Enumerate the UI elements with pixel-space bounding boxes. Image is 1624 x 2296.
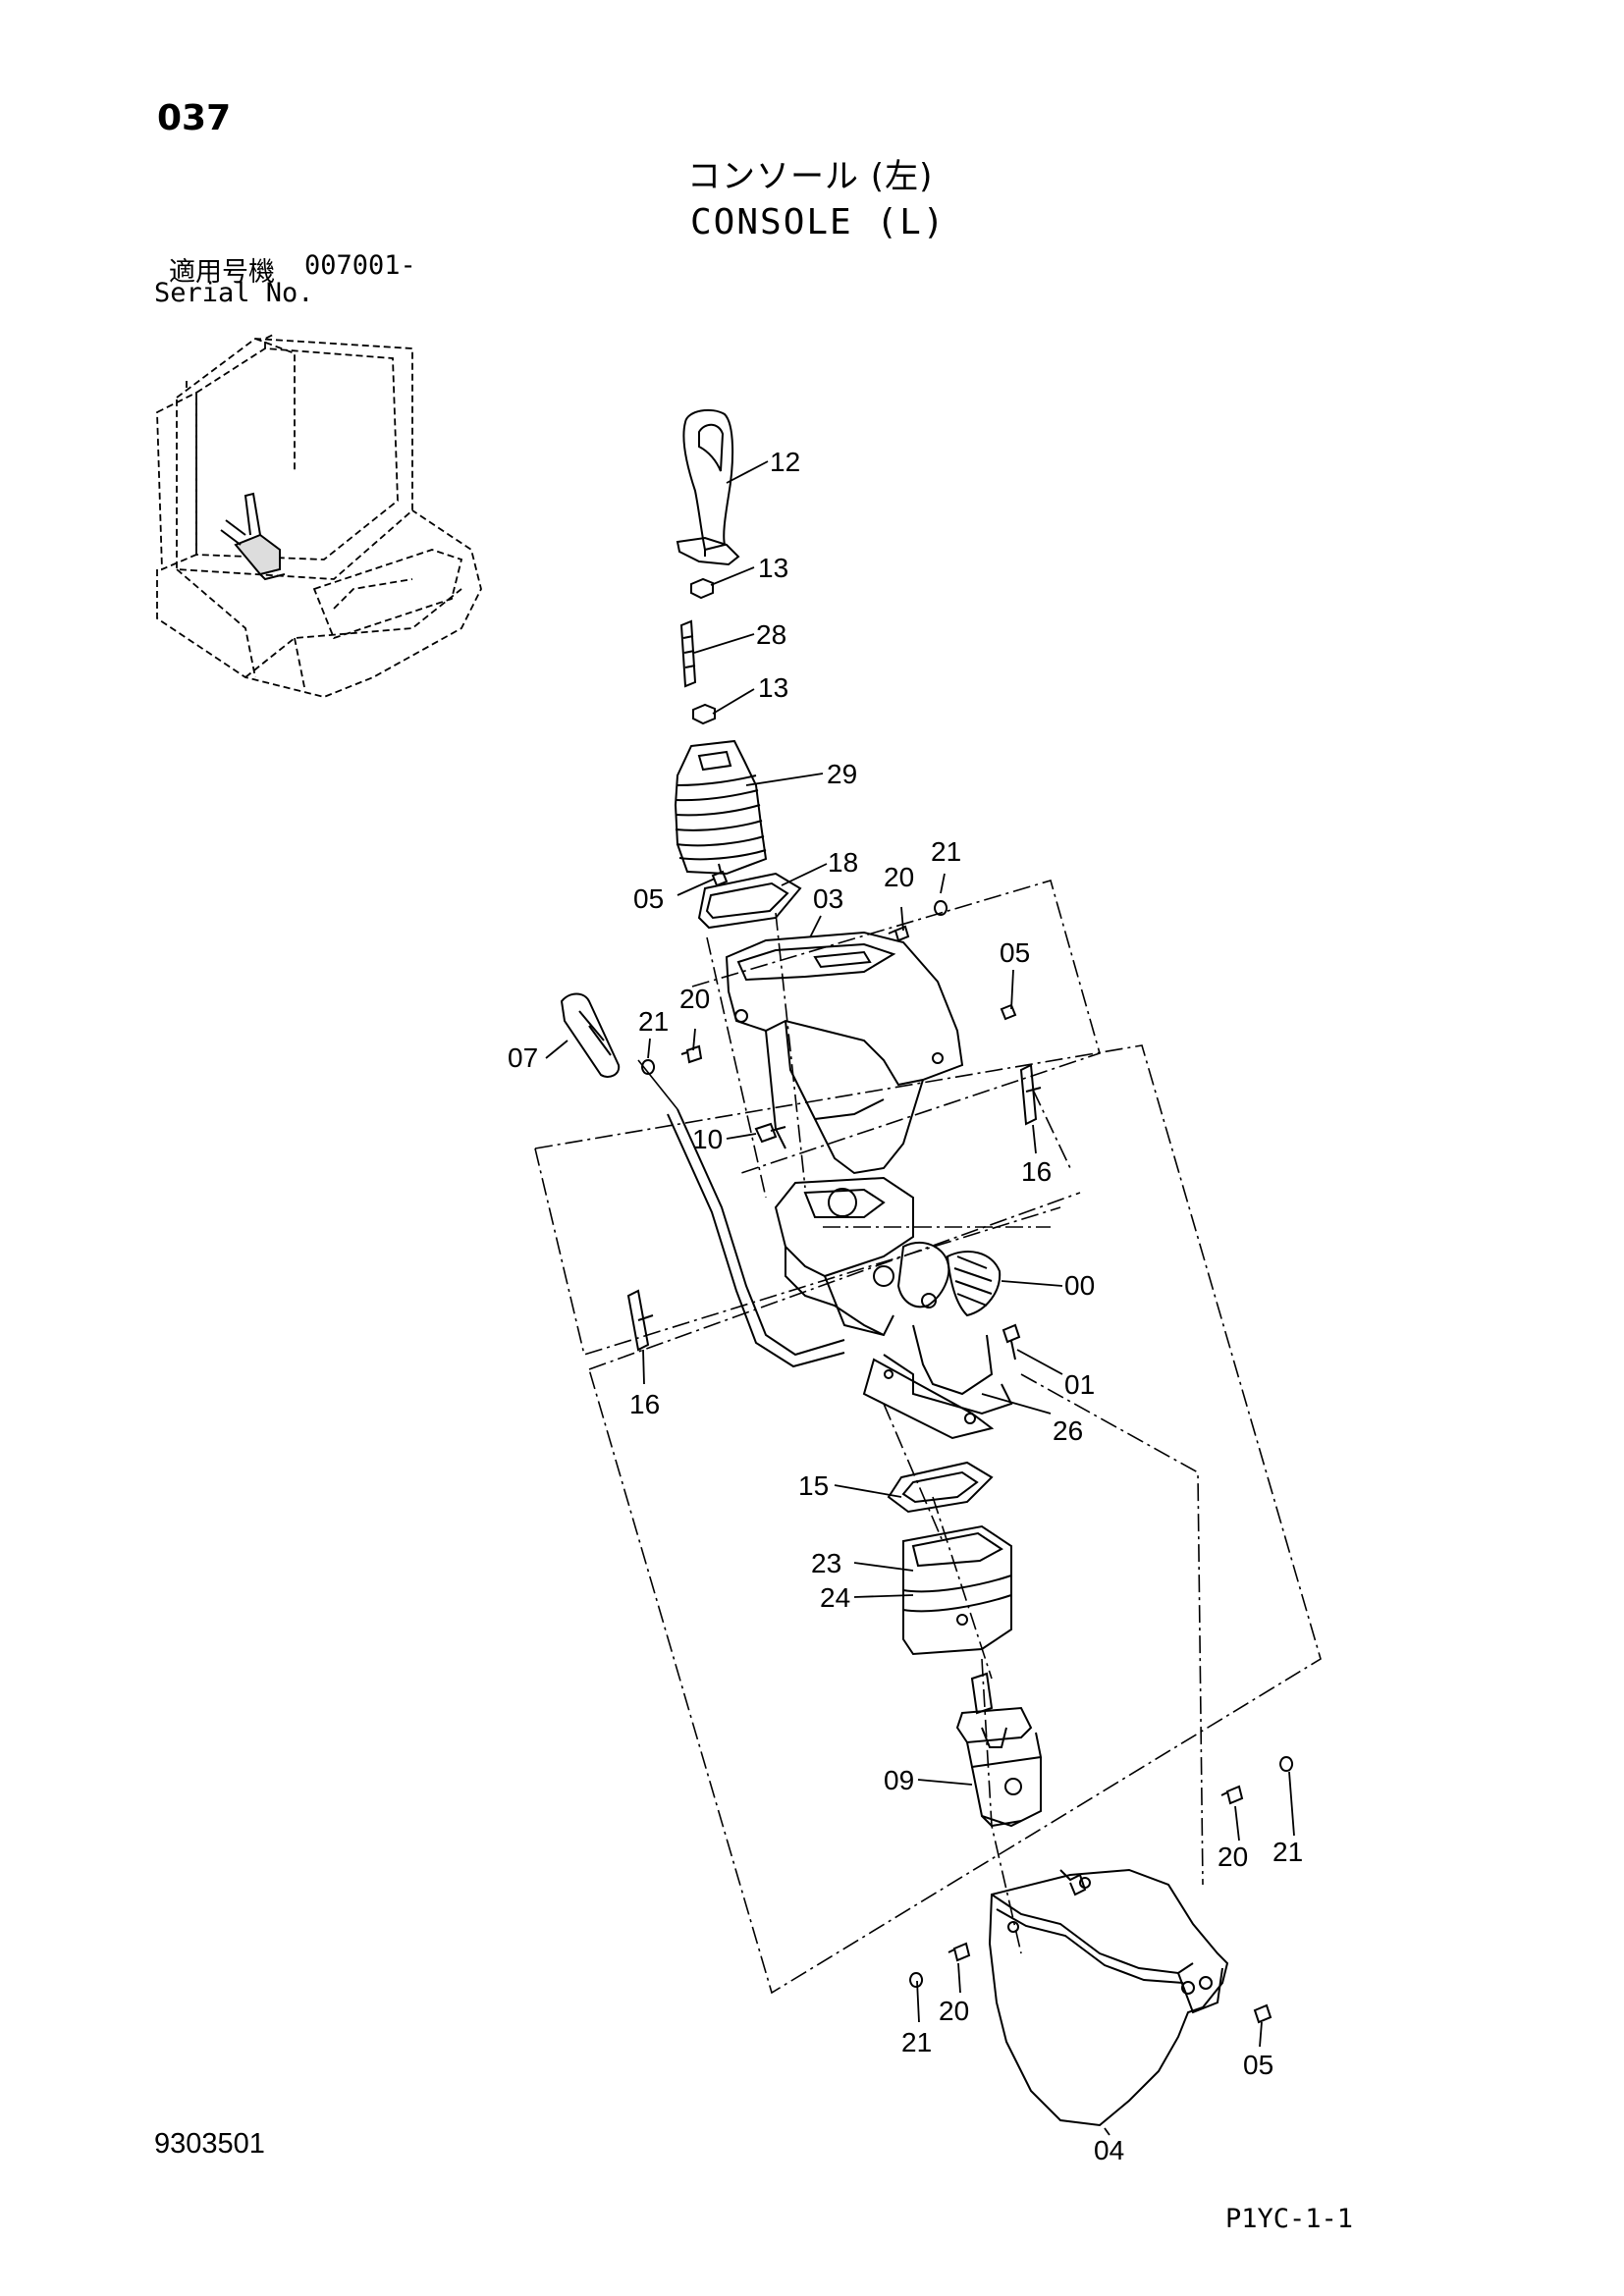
callout-24: 24: [820, 1582, 850, 1613]
callout-03: 03: [813, 883, 843, 914]
callout-12: 12: [770, 447, 800, 477]
washer-21d: [909, 1972, 924, 1988]
grip-part: [676, 408, 740, 566]
screw-20a: [888, 925, 910, 942]
callout-01: 01: [1064, 1369, 1095, 1400]
lower-cover-part: [988, 1868, 1229, 2127]
callout-21-left: 21: [638, 1006, 669, 1037]
callout-20-bottom: 20: [939, 1996, 969, 2026]
assembly-guide-lines: [534, 880, 1322, 1995]
cab-lever-highlight: [220, 492, 286, 581]
nut-part-lower: [692, 703, 716, 725]
callout-21-right: 21: [1272, 1837, 1303, 1867]
lever-cover-part: [560, 992, 621, 1078]
callout-09: 09: [884, 1765, 914, 1795]
callout-05-left: 05: [633, 883, 664, 914]
screw-05c: [1253, 2003, 1272, 2024]
callout-16-right: 16: [1021, 1156, 1052, 1187]
callout-20-upper: 20: [884, 862, 914, 892]
gasket-part: [887, 1461, 994, 1514]
callout-15: 15: [798, 1470, 829, 1501]
callout-05-right: 05: [1000, 937, 1030, 968]
serial-value: 007001-: [304, 250, 416, 281]
screw-20d: [947, 1942, 971, 1962]
callout-21-bottom: 21: [901, 2027, 932, 2057]
bolt-part-01: [1001, 1323, 1021, 1361]
document-number: 9303501: [154, 2128, 265, 2160]
pipe-part: [677, 1108, 845, 1357]
title-english: CONSOLE (L): [690, 202, 947, 242]
screw-20c: [1220, 1785, 1244, 1805]
page-code: P1YC-1-1: [1225, 2204, 1354, 2234]
page-number: 037: [157, 98, 232, 138]
screw-part-05a: [711, 863, 729, 887]
callout-16-left: 16: [629, 1389, 660, 1419]
callout-13-upper: 13: [758, 553, 788, 583]
callout-leaders: [545, 460, 1295, 2136]
title-japanese: コンソール (左): [687, 157, 934, 196]
callout-20-left: 20: [679, 984, 710, 1014]
callout-29: 29: [827, 759, 857, 789]
pin-part-16b: [626, 1289, 654, 1352]
upper-cover-part: [725, 931, 964, 1175]
callout-04: 04: [1094, 2135, 1124, 2165]
callout-07: 07: [508, 1042, 538, 1073]
boot-part: [674, 739, 768, 876]
callout-28: 28: [756, 619, 786, 650]
screw-20b: [680, 1044, 703, 1064]
pilot-valve-part: [955, 1672, 1043, 1828]
callout-20-right: 20: [1218, 1842, 1248, 1872]
screw-05b: [1000, 1003, 1017, 1021]
callout-23: 23: [811, 1548, 841, 1578]
nut-part-upper: [690, 577, 714, 600]
serial-label-english: Serial No.: [154, 278, 314, 308]
valve-bracket-part: [774, 1176, 1013, 1440]
callout-05-bottom: 05: [1243, 2050, 1273, 2080]
rod-part: [679, 619, 697, 688]
callout-10: 10: [692, 1124, 723, 1154]
callout-26: 26: [1053, 1415, 1083, 1446]
washer-21c: [1279, 1756, 1294, 1772]
bellows-part: [902, 1524, 1012, 1656]
callout-00: 00: [1064, 1270, 1095, 1301]
callout-21-upper: 21: [931, 836, 961, 867]
callout-13-lower: 13: [758, 672, 788, 703]
cab-location-thumbnail: [156, 333, 482, 698]
serial-label-japanese: 適用号機: [169, 257, 275, 288]
washer-21a: [934, 900, 948, 916]
bolt-part: [754, 1122, 786, 1144]
callout-18: 18: [828, 847, 858, 878]
